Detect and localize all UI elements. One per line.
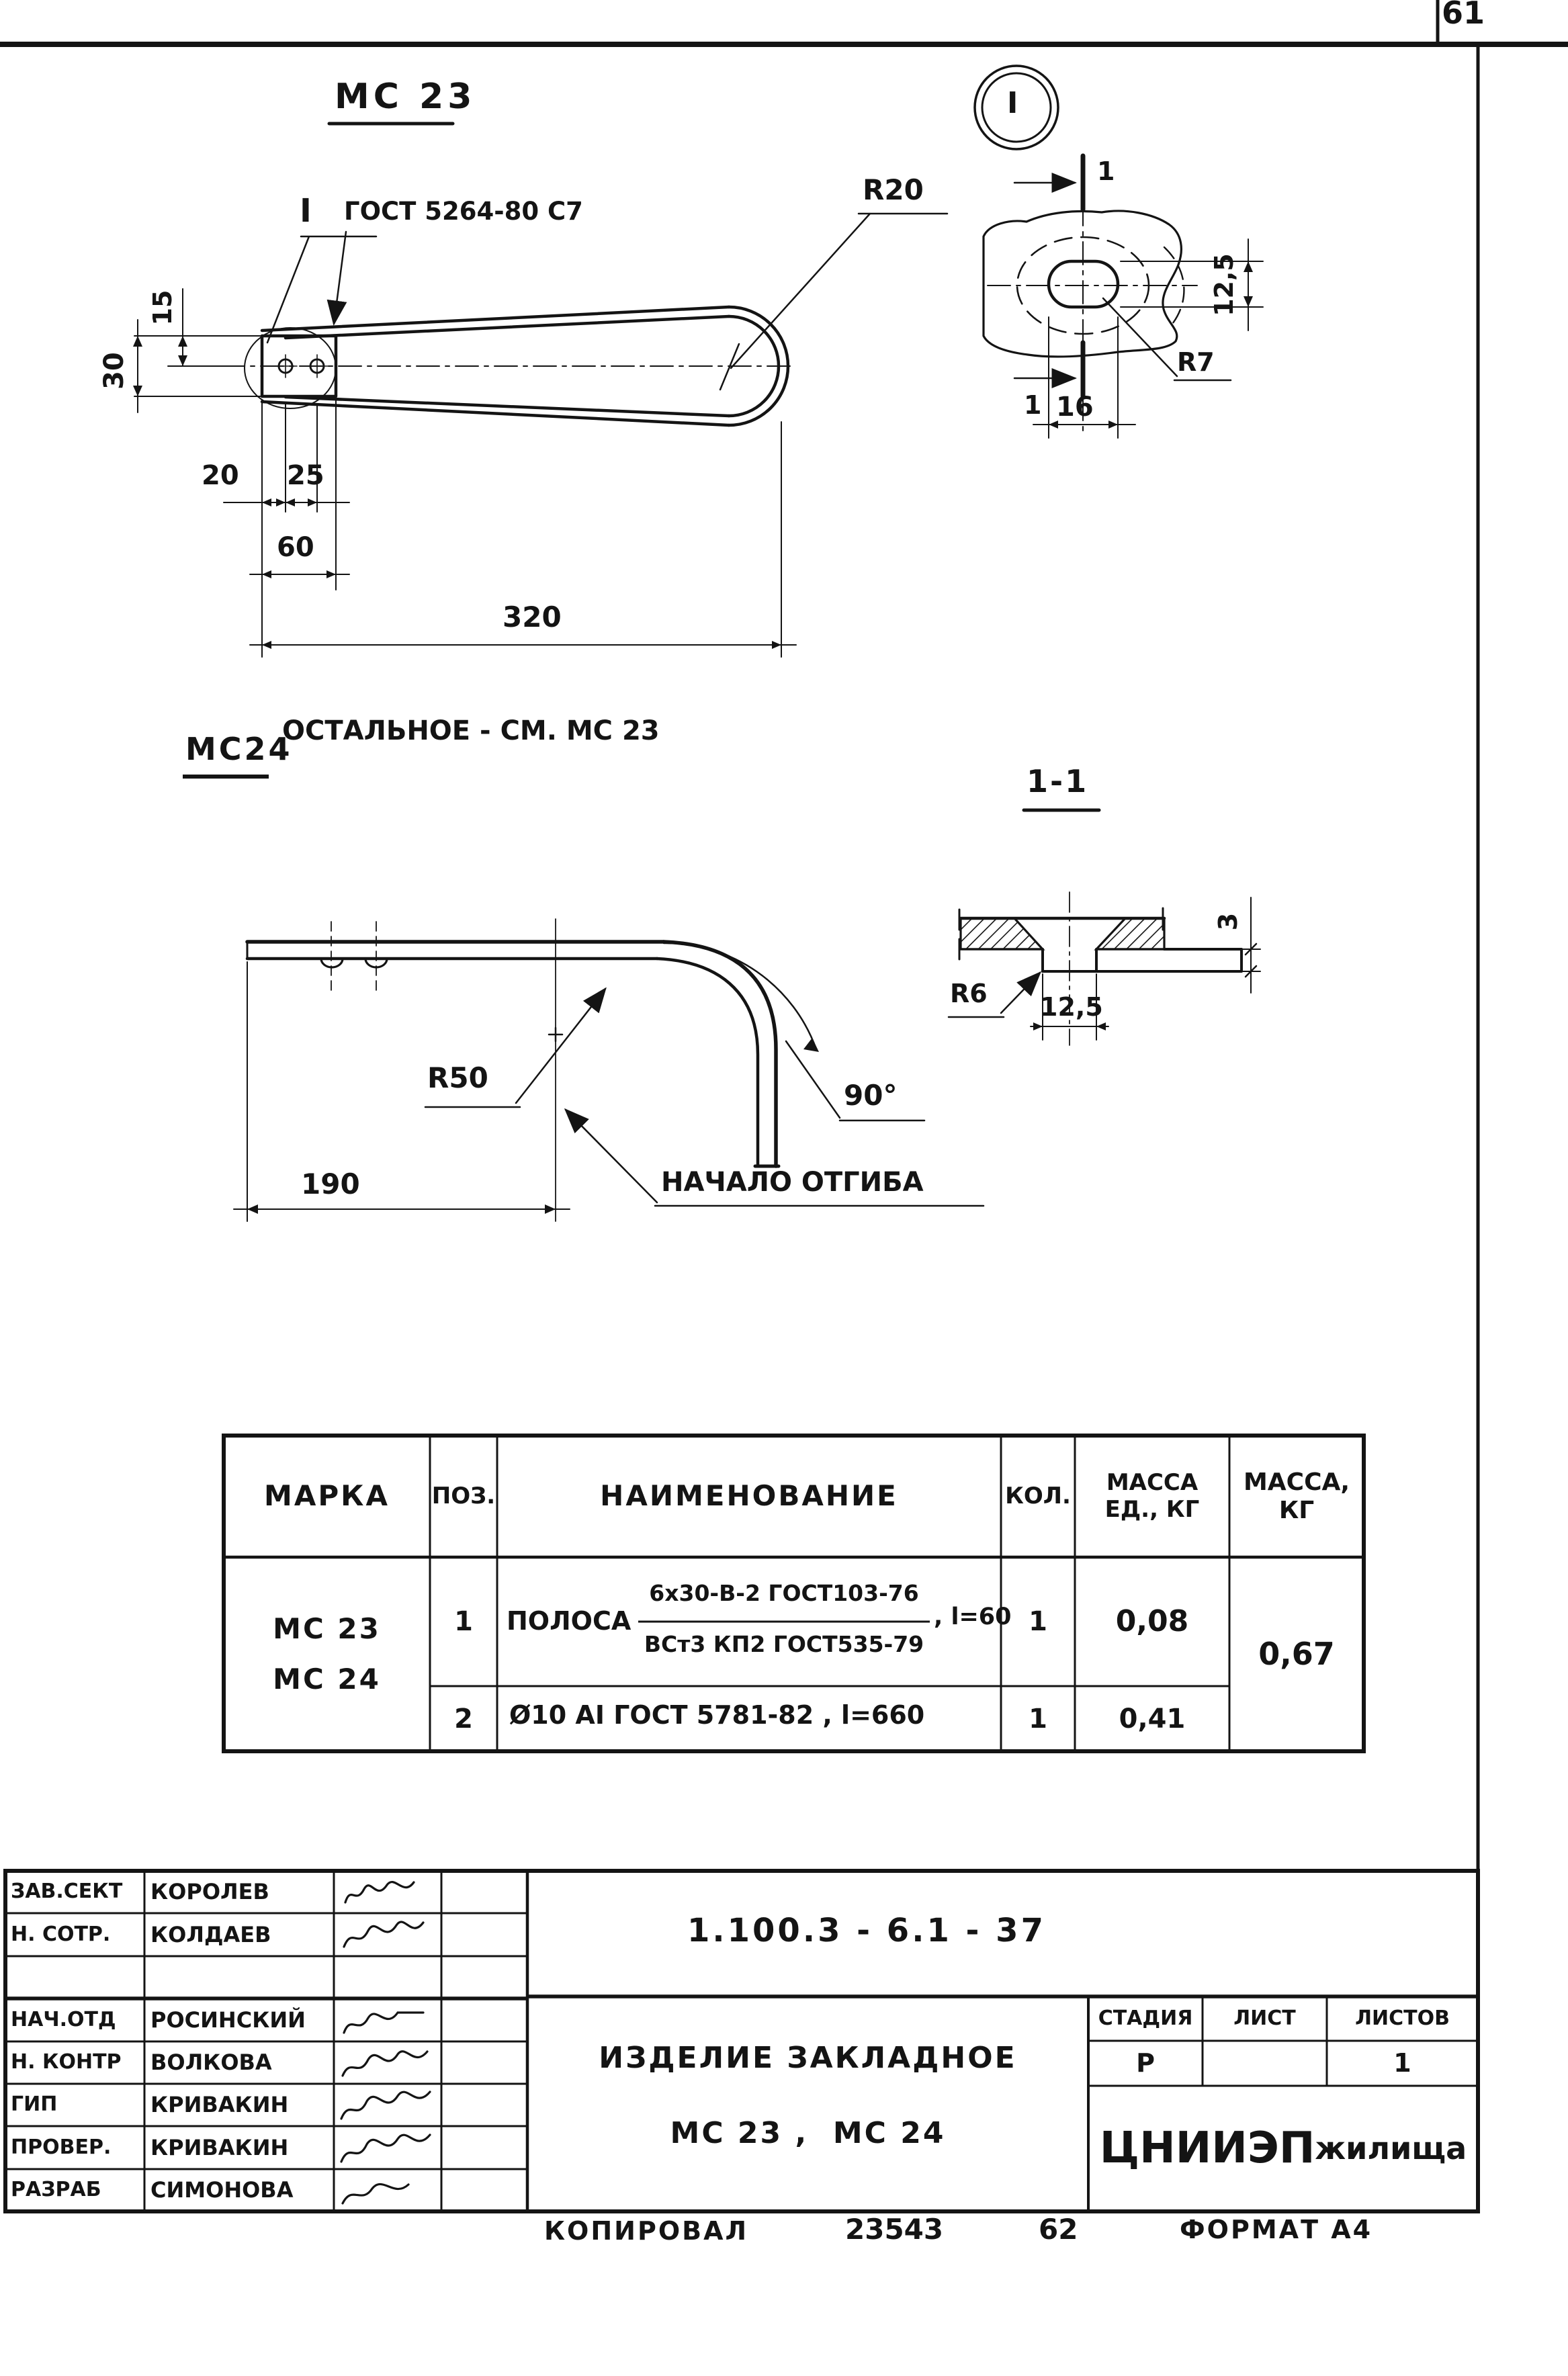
mc23-detail-flag: I bbox=[300, 192, 312, 230]
sheets-label: ЛИСТОВ bbox=[1355, 2006, 1450, 2030]
bom-row2-qty: 1 bbox=[1029, 1703, 1047, 1734]
dim-60: 60 bbox=[277, 532, 314, 563]
dim-190: 190 bbox=[301, 1168, 360, 1200]
sig-name-6: КРИВАКИН bbox=[150, 2134, 289, 2160]
mc23-title: МС 23 bbox=[335, 77, 476, 117]
sheet-value bbox=[1203, 2041, 1327, 2086]
sig-name-0: КОРОЛЕВ bbox=[150, 1879, 269, 1905]
sig-role-5: ГИП bbox=[11, 2093, 58, 2117]
sig-name-2 bbox=[150, 1956, 332, 1998]
bom-header-mass-unit-l2: ЕД., КГ bbox=[1104, 1495, 1200, 1523]
bom-row1-frac-bottom: ВСт3 КП2 ГОСТ535-79 bbox=[644, 1631, 924, 1658]
dim-30: 30 bbox=[99, 352, 130, 390]
stage-label: СТАДИЯ bbox=[1098, 2006, 1193, 2030]
dim-320: 320 bbox=[503, 601, 562, 633]
dim-3: 3 bbox=[1213, 912, 1243, 931]
detail-radius-label: R7 bbox=[1177, 347, 1215, 377]
mc24-side-view bbox=[233, 918, 985, 1222]
sig-role-4: Н. КОНТР bbox=[11, 2050, 122, 2074]
footer-copy-number: 23543 bbox=[845, 2213, 944, 2246]
sig-name-3: РОСИНСКИЙ bbox=[150, 2007, 306, 2033]
section-mark-1-bottom: 1 bbox=[1024, 390, 1042, 420]
mc24-angle-label: 90° bbox=[844, 1079, 898, 1112]
bom-row2-pos: 2 bbox=[454, 1703, 473, 1734]
product-title-line1: ИЗДЕЛИЕ ЗАКЛАДНОЕ bbox=[599, 2040, 1017, 2075]
mc24-note: ОСТАЛЬНОЕ - СМ. МС 23 bbox=[282, 715, 660, 746]
mc24-bend-note: НАЧАЛО ОТГИБА bbox=[661, 1167, 924, 1198]
sheets-value: 1 bbox=[1393, 2048, 1411, 2078]
bom-header-qty: КОЛ. bbox=[1005, 1482, 1071, 1509]
bom-header-mass-total-l1: МАССА, bbox=[1243, 1468, 1350, 1497]
sig-name-1: КОЛДАЕВ bbox=[150, 1921, 271, 1947]
bom-mark-cell: МС 23 МС 24 bbox=[224, 1557, 430, 1751]
section-mark-1-top: 1 bbox=[1097, 157, 1115, 186]
sheet-label: ЛИСТ bbox=[1233, 2006, 1296, 2030]
dim-16: 16 bbox=[1056, 392, 1094, 423]
bom-mark-line2: МС 24 bbox=[273, 1662, 381, 1696]
sig-role-6: ПРОВЕР. bbox=[11, 2135, 112, 2159]
doc-number: 1.100.3 - 6.1 - 37 bbox=[687, 1912, 1046, 1950]
sig-name-4: ВОЛКОВА bbox=[150, 2050, 272, 2076]
sheet-frame bbox=[0, 0, 1568, 2211]
bom-header-mass-total: МАССА, КГ bbox=[1229, 1436, 1364, 1557]
mc24-title: МС24 bbox=[185, 731, 293, 767]
sig-role-7: РАЗРАБ bbox=[11, 2178, 101, 2202]
page-number: 61 bbox=[1442, 0, 1485, 31]
bom-header-mark: МАРКА bbox=[264, 1479, 390, 1513]
bom-grid bbox=[222, 1434, 1366, 1753]
section-1-1-title: 1-1 bbox=[1027, 763, 1089, 799]
footer-format-label: ФОРМАТ А4 bbox=[1180, 2215, 1373, 2244]
section-radius-label: R6 bbox=[950, 979, 988, 1008]
detail-i-view bbox=[973, 64, 1264, 439]
dim-15: 15 bbox=[148, 290, 177, 326]
detail-bubble-label: I bbox=[1007, 86, 1018, 120]
bom-row2-name: Ø10 АI ГОСТ 5781-82 , l=660 bbox=[509, 1700, 925, 1730]
bom-header-name: НАИМЕНОВАНИЕ bbox=[600, 1479, 898, 1513]
bom-header-mass-total-l2: КГ bbox=[1278, 1496, 1315, 1524]
sig-role-3: НАЧ.ОТД bbox=[11, 2007, 116, 2031]
org-name-2: жилища bbox=[1315, 2130, 1467, 2167]
footer-code: 62 bbox=[1039, 2213, 1078, 2246]
mc23-weld-note: ГОСТ 5264-80 С7 bbox=[344, 197, 583, 226]
stage-value: Р bbox=[1136, 2048, 1155, 2078]
section-1-1-view bbox=[947, 808, 1261, 1046]
sig-name-7: СИМОНОВА bbox=[150, 2177, 294, 2203]
product-title-line2: МС 23 , МС 24 bbox=[670, 2115, 946, 2150]
bom-header-mass-unit: МАССА ЕД., КГ bbox=[1075, 1436, 1229, 1557]
bom-row2-unit-mass: 0,41 bbox=[1119, 1703, 1186, 1734]
bom-header-pos: ПОЗ. bbox=[431, 1482, 496, 1509]
dim-12-5-section: 12,5 bbox=[1040, 992, 1103, 1022]
bom-row1-name-prefix: ПОЛОСА bbox=[507, 1606, 631, 1636]
signature-squiggles bbox=[340, 1880, 431, 2205]
bom-mark-line1: МС 23 bbox=[273, 1612, 381, 1646]
bom-total-mass: 0,67 bbox=[1258, 1636, 1335, 1673]
dim-25: 25 bbox=[287, 460, 324, 491]
bom-header-mass-unit-l1: МАССА bbox=[1106, 1469, 1199, 1497]
title-block-grid bbox=[3, 1869, 1480, 2213]
sig-role-0: ЗАВ.СЕКТ bbox=[11, 1880, 123, 1904]
bom-row1-qty: 1 bbox=[1029, 1606, 1047, 1637]
dim-20: 20 bbox=[202, 460, 239, 491]
mc24-radius-label: R50 bbox=[427, 1061, 488, 1094]
mc23-radius-label: R20 bbox=[863, 173, 924, 206]
org-name: ЦНИИЭП bbox=[1099, 2123, 1315, 2173]
bom-row1-unit-mass: 0,08 bbox=[1115, 1603, 1189, 1638]
sig-role-1: Н. СОТР. bbox=[11, 1922, 111, 1946]
dim-12-5-detail: 12,5 bbox=[1209, 253, 1239, 316]
bom-row1-frac-top: 6x30-В-2 ГОСТ103-76 bbox=[649, 1580, 919, 1607]
bom-row1-name-suffix: , l=60 bbox=[934, 1603, 1012, 1630]
mc23-plan-view bbox=[133, 122, 949, 658]
sig-name-5: КРИВАКИН bbox=[150, 2092, 289, 2118]
bom-row1-pos: 1 bbox=[454, 1606, 473, 1637]
sig-role-2 bbox=[11, 1956, 142, 1998]
footer-copied-label: КОПИРОВАЛ bbox=[544, 2216, 749, 2246]
